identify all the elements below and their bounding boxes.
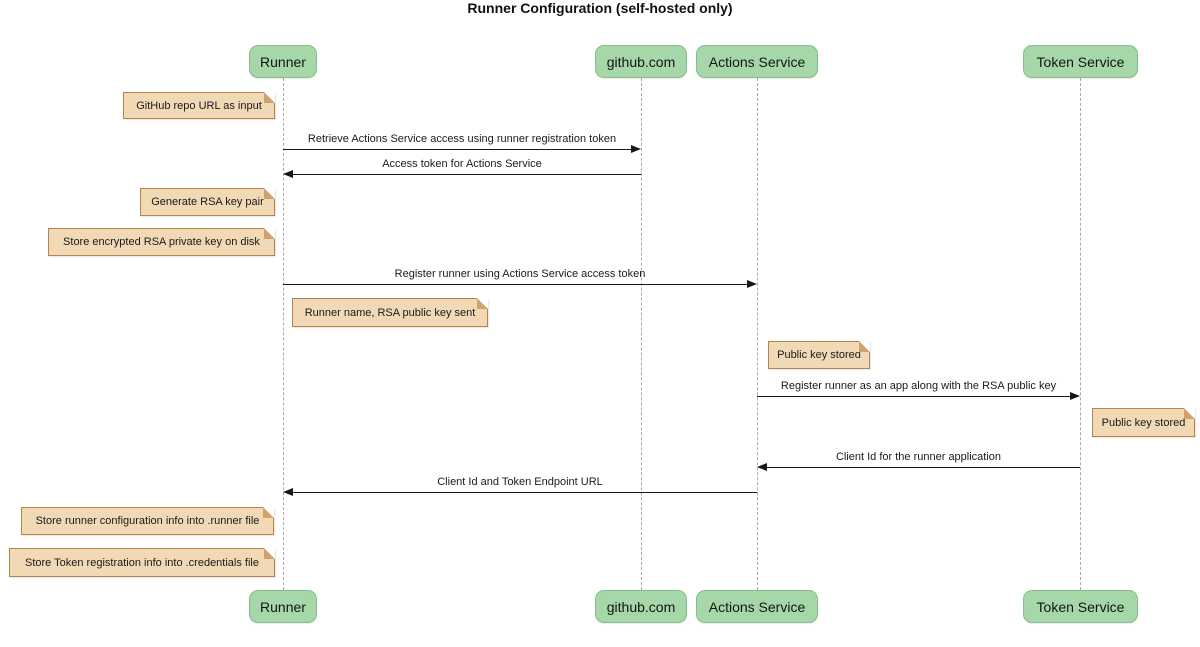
- participant-actions-service-top: Actions Service: [696, 45, 818, 78]
- note-runner-name-sent: Runner name, RSA public key sent: [292, 298, 488, 327]
- note-store-encrypted-key: Store encrypted RSA private key on disk: [48, 228, 275, 256]
- note-public-key-stored-actions: Public key stored: [768, 341, 870, 369]
- message-line: [285, 174, 641, 175]
- message-label-client-id-endpoint: Client Id and Token Endpoint URL: [437, 476, 603, 488]
- lifeline-actions-service: [757, 78, 758, 590]
- message-line: [757, 396, 1078, 397]
- message-line: [285, 492, 757, 493]
- message-label-register-runner: Register runner using Actions Service ac…: [394, 268, 646, 280]
- lifeline-token-service: [1080, 78, 1081, 590]
- message-label-register-runner-app: Register runner as an app along with the…: [780, 380, 1057, 392]
- arrowhead-left-icon: [757, 463, 767, 471]
- arrowhead-right-icon: [747, 280, 757, 288]
- participant-runner-bottom: Runner: [249, 590, 317, 623]
- message-label-retrieve-actions-access: Retrieve Actions Service access using ru…: [307, 133, 617, 145]
- note-store-runner-config: Store runner configuration info into .ru…: [21, 507, 274, 535]
- lifeline-github-com: [641, 78, 642, 590]
- arrowhead-left-icon: [283, 488, 293, 496]
- participant-runner-top: Runner: [249, 45, 317, 78]
- participant-token-service-bottom: Token Service: [1023, 590, 1138, 623]
- message-label-client-id-runner-app: Client Id for the runner application: [835, 451, 1002, 463]
- arrowhead-right-icon: [1070, 392, 1080, 400]
- note-store-token-registration: Store Token registration info into .cred…: [9, 548, 275, 577]
- participant-github-com-bottom: github.com: [595, 590, 687, 623]
- note-generate-rsa-key: Generate RSA key pair: [140, 188, 275, 216]
- participant-actions-service-bottom: Actions Service: [696, 590, 818, 623]
- participant-token-service-top: Token Service: [1023, 45, 1138, 78]
- arrowhead-right-icon: [631, 145, 641, 153]
- participant-github-com-top: github.com: [595, 45, 687, 78]
- lifeline-runner: [283, 78, 284, 590]
- message-line: [283, 284, 755, 285]
- message-label-access-token: Access token for Actions Service: [382, 158, 542, 170]
- message-line: [759, 467, 1080, 468]
- diagram-title: Runner Configuration (self-hosted only): [467, 0, 733, 16]
- note-public-key-stored-token: Public key stored: [1092, 408, 1195, 437]
- message-line: [283, 149, 639, 150]
- note-github-repo-url: GitHub repo URL as input: [123, 92, 275, 119]
- arrowhead-left-icon: [283, 170, 293, 178]
